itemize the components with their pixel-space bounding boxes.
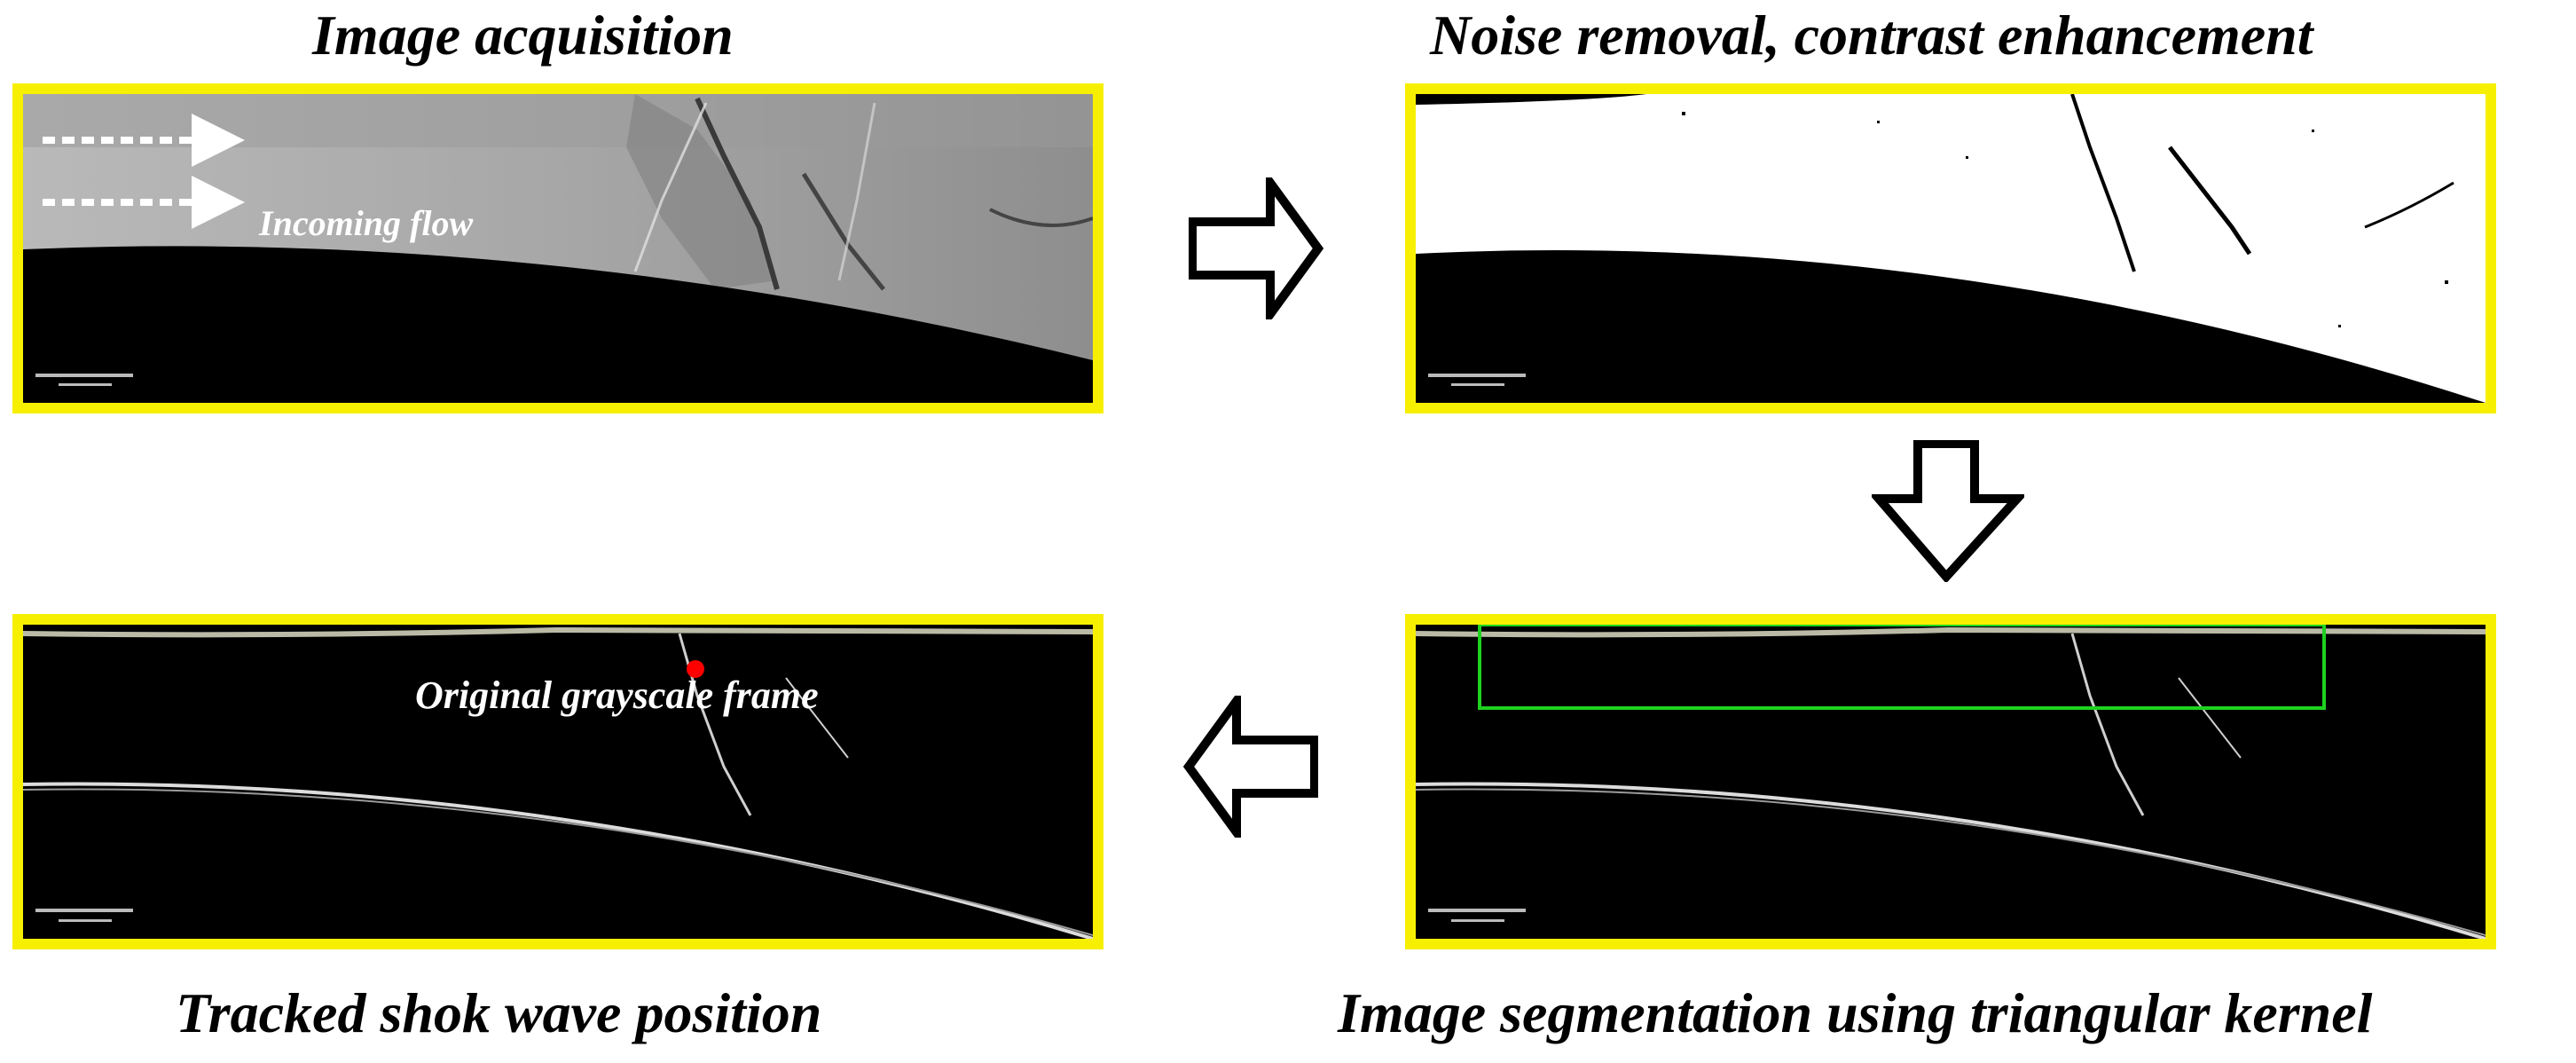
tracked-point [687, 660, 704, 678]
tracked-panel: Original grayscale frame [12, 614, 1103, 949]
hollow-arrow-icon [1189, 177, 1323, 319]
acquisition-title: Image acquisition [312, 4, 734, 67]
hollow-arrow-icon [1183, 696, 1318, 838]
segmentation-title: Image segmentation using triangular kern… [1338, 981, 2373, 1044]
hollow-arrow-icon [1872, 440, 2024, 582]
noise-removal-panel [1405, 83, 2496, 413]
binary-enhanced-image [1416, 94, 2486, 403]
incoming-flow-label: Incoming flow [259, 203, 474, 243]
original-frame-label: Original grayscale frame [415, 673, 819, 717]
noise-removal-title: Noise removal, contrast enhancement [1430, 4, 2313, 67]
tracked-edge-image [23, 625, 1093, 939]
tracked-title: Tracked shok wave position [176, 981, 822, 1044]
acquisition-panel: Incoming flow [12, 83, 1103, 413]
segmented-edge-image [1416, 625, 2486, 939]
schlieren-grayscale-image [23, 94, 1093, 403]
segmentation-panel [1405, 614, 2496, 949]
